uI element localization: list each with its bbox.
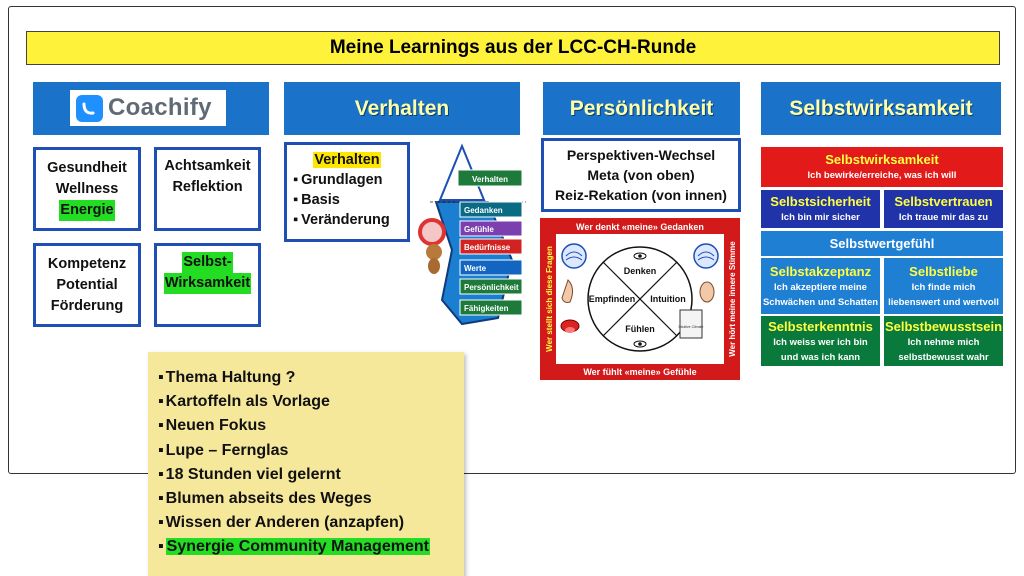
- sw-selbstvertrauen-title: Selbstvertrauen: [894, 194, 993, 209]
- quad-denken: Denken: [624, 266, 657, 276]
- sw-selbsterkenntnis: Selbsterkenntnis Ich weiss wer ich bin u…: [761, 316, 880, 366]
- verhalten-item: Grundlagen: [293, 170, 401, 190]
- sw-selbstakzeptanz-sub2: Schwächen und Schatten: [762, 296, 879, 308]
- sw-selbstliebe-sub2: liebenswert und wertvoll: [888, 296, 999, 308]
- sw-selbstsicherheit-sub: Ich bin mir sicher: [781, 212, 860, 223]
- quad-empfinden: Empfinden: [589, 294, 636, 304]
- perspektiven-line3: Reiz-Rekation (von innen): [555, 187, 727, 203]
- note-item: Wissen der Anderen (anzapfen): [158, 511, 464, 535]
- note-item: Thema Haltung ?: [158, 366, 464, 390]
- selbstwirksamkeit-header: Selbstwirksamkeit: [761, 82, 1001, 135]
- box-achtsamkeit-line1: Achtsamkeit: [164, 158, 251, 174]
- book-label: Intuitive Climate: [679, 325, 704, 329]
- verhalten-header: Verhalten: [284, 82, 520, 135]
- persoenlichkeit-header: Persönlichkeit: [543, 82, 740, 135]
- verhalten-box: Verhalten Grundlagen Basis Veränderung: [284, 142, 410, 242]
- sw-selbstliebe-title: Selbstliebe: [909, 263, 978, 279]
- iceberg-label-werte: Werte: [464, 264, 487, 273]
- iceberg-label-verhalten: Verhalten: [472, 175, 508, 184]
- verhalten-box-title: Verhalten: [313, 152, 381, 168]
- box-achtsamkeit: Achtsamkeit Reflektion: [154, 147, 261, 231]
- sw-selbsterkenntnis-sub2: und was ich kann: [780, 351, 861, 363]
- box-kompetenz: Kompetenz Potential Förderung: [33, 243, 141, 327]
- box-selbstwirksamkeit-line2: Wirksamkeit: [163, 273, 252, 294]
- sw-selbstbewusstsein-sub1: Ich nehme mich: [907, 336, 980, 348]
- box-kompetenz-line2: Potential: [56, 276, 118, 293]
- sw-selbstakzeptanz-sub1: Ich akzeptiere meine: [774, 281, 867, 293]
- sw-selbstwertgefuehl: Selbstwertgefühl: [761, 231, 1003, 256]
- perspektiven-line2: Meta (von oben): [587, 167, 695, 183]
- sw-selbstbewusstsein-sub2: selbstbewusst wahr: [898, 351, 989, 363]
- sw-selbstvertrauen-sub: Ich traue mir das zu: [898, 212, 989, 223]
- sw-selbsterkenntnis-title: Selbsterkenntnis: [768, 318, 873, 334]
- sw-selbsterkenntnis-sub1: Ich weiss wer ich bin: [773, 336, 868, 348]
- sw-selbstwirksamkeit-sub: Ich bewirke/erreiche, was ich will: [807, 170, 957, 181]
- sw-selbstliebe-sub1: Ich finde mich: [911, 281, 976, 293]
- iceberg-label-gefuehle: Gefühle: [464, 225, 494, 234]
- perspektiven-box: Perspektiven-Wechsel Meta (von oben) Rei…: [541, 138, 741, 212]
- coachify-logo: Coachify: [70, 90, 226, 126]
- quad-right-label: Wer hört meine innere Stimme: [728, 241, 737, 357]
- note-item: Neuen Fokus: [158, 414, 464, 438]
- note-item: Kartoffeln als Vorlage: [158, 390, 464, 414]
- quad-circle: [587, 246, 693, 352]
- quad-intuition: Intuition: [650, 294, 686, 304]
- ear-icon: [699, 281, 715, 303]
- box-selbstwirksamkeit-line1: Selbst-: [182, 252, 233, 273]
- quad-bottom-label: Wer fühlt «meine» Gefühle: [583, 367, 696, 377]
- sticky-note: Thema Haltung ? Kartoffeln als Vorlage N…: [148, 352, 464, 576]
- note-item: 18 Stunden viel gelernt: [158, 463, 464, 487]
- box-achtsamkeit-line2: Reflektion: [172, 179, 243, 195]
- box-gesundheit-line2: Wellness: [55, 180, 119, 197]
- brain-icon: [693, 243, 719, 269]
- page-title: Meine Learnings aus der LCC-CH-Runde: [26, 31, 1000, 65]
- box-kompetenz-line1: Kompetenz: [47, 255, 127, 272]
- sw-selbstwirksamkeit: Selbstwirksamkeit Ich bewirke/erreiche, …: [761, 147, 1003, 187]
- sw-selbstsicherheit-title: Selbstsicherheit: [770, 194, 871, 209]
- quad-top-label: Wer denkt «meine» Gedanken: [576, 222, 704, 232]
- nose-icon: [561, 279, 574, 303]
- iceberg-illustration: Verhalten Gedanken Gefühle Bedürfnisse W…: [418, 143, 526, 326]
- brain-icon: [561, 243, 587, 269]
- note-item-highlight-text: Synergie Community Management: [165, 538, 430, 556]
- iceberg-label-box: [457, 169, 523, 187]
- box-gesundheit-line3: Energie: [59, 199, 115, 221]
- quad-left-label: Wer stellt sich diese Fragen: [545, 246, 554, 352]
- sw-selbstakzeptanz: Selbstakzeptanz Ich akzeptiere meine Sch…: [761, 258, 880, 314]
- box-gesundheit-line1: Gesundheit: [47, 159, 127, 176]
- note-item: Blumen abseits des Weges: [158, 487, 464, 511]
- coachify-logo-text: Coachify: [108, 94, 212, 121]
- sw-selbstwertgefuehl-title: Selbstwertgefühl: [829, 236, 935, 251]
- sw-selbstsicherheit: Selbstsicherheit Ich bin mir sicher: [761, 190, 880, 228]
- magnifier-icon: [418, 218, 446, 246]
- iceberg-label-persoenlichkeit: Persönlichkeit: [464, 283, 519, 292]
- perspektiven-line1: Perspektiven-Wechsel: [566, 147, 716, 163]
- box-selbstwirksamkeit: Selbst- Wirksamkeit: [154, 243, 261, 327]
- note-item-highlight: Synergie Community Management: [158, 535, 464, 559]
- quad-fuehlen: Fühlen: [625, 324, 655, 334]
- sw-selbstbewusstsein: Selbstbewusstsein Ich nehme mich selbstb…: [884, 316, 1003, 366]
- denken-fuehlen-diagram: Wer denkt «meine» Gedanken Wer fühlt «me…: [540, 218, 740, 380]
- verhalten-item: Veränderung: [293, 210, 401, 230]
- note-item: Lupe – Fernglas: [158, 439, 464, 463]
- book-icon: [679, 309, 703, 339]
- coachify-logo-icon: [76, 94, 103, 122]
- sw-selbstwirksamkeit-title: Selbstwirksamkeit: [825, 152, 939, 167]
- iceberg-label-faehigkeiten: Fähigkeiten: [464, 304, 509, 313]
- verhalten-item: Basis: [293, 190, 401, 210]
- sw-selbstvertrauen: Selbstvertrauen Ich traue mir das zu: [884, 190, 1003, 228]
- iceberg-label-beduerfnisse: Bedürfnisse: [464, 243, 511, 252]
- sw-selbstakzeptanz-title: Selbstakzeptanz: [769, 263, 872, 279]
- box-gesundheit: Gesundheit Wellness Energie: [33, 147, 141, 231]
- box-kompetenz-line3: Förderung: [50, 297, 124, 314]
- sw-selbstliebe: Selbstliebe Ich finde mich liebenswert u…: [884, 258, 1003, 314]
- sw-selbstbewusstsein-title: Selbstbewusstsein: [884, 318, 1003, 334]
- iceberg-label-gedanken: Gedanken: [464, 206, 503, 215]
- monkey-icon: [426, 244, 442, 260]
